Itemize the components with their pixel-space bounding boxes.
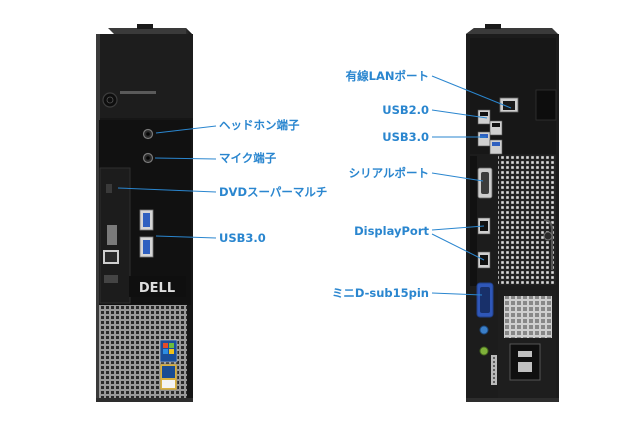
front-unit <box>96 24 193 402</box>
dell-logo <box>129 276 186 297</box>
expansion-slot <box>470 156 477 286</box>
label-dvd-drive: DVDスーパーマルチ <box>219 185 328 199</box>
psu-vent <box>504 296 552 338</box>
audio-line-out-jack[interactable] <box>479 346 489 356</box>
leader-lines <box>117 75 512 296</box>
label-mic-jack: マイク端子 <box>219 151 277 165</box>
power-button-icon[interactable] <box>102 92 118 108</box>
dell-logo-text: DELL <box>139 281 175 296</box>
label-displayport: DisplayPort <box>354 224 429 238</box>
label-lan-port: 有線LANポート <box>345 69 429 83</box>
label-serial-port: シリアルポート <box>348 166 429 180</box>
windows-7-badge-icon <box>159 339 178 363</box>
audio-line-in-jack[interactable] <box>479 325 489 335</box>
label-rear-usb2: USB2.0 <box>382 103 429 117</box>
label-rear-usb3: USB3.0 <box>382 130 429 144</box>
label-front-usb3: USB3.0 <box>219 231 266 245</box>
front-top-lip <box>108 28 192 34</box>
rear-unit <box>466 24 559 402</box>
label-headphone-jack: ヘッドホン端子 <box>219 118 300 132</box>
model-label <box>120 91 156 94</box>
front-top-tab <box>137 24 153 29</box>
rear-top-lip <box>466 28 558 34</box>
label-vga-port: ミニD-sub15pin <box>331 286 429 300</box>
